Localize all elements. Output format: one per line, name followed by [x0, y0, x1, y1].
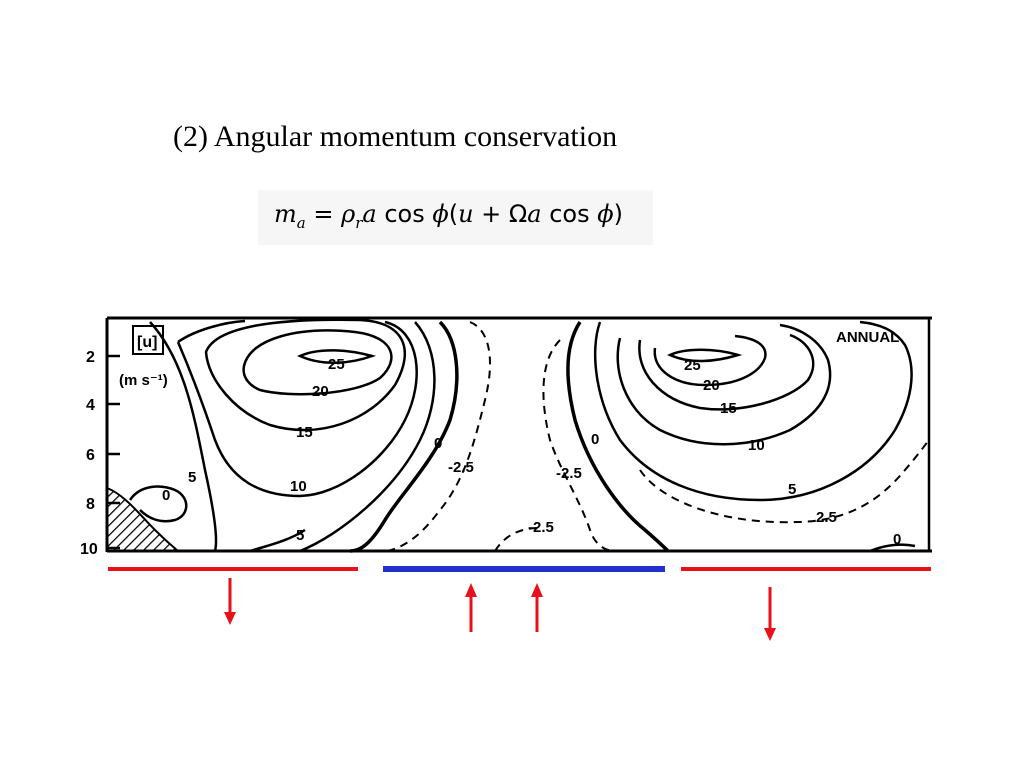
label-mid-m25-bottom: -2.5 — [528, 519, 554, 536]
right-easterly-dashed — [639, 439, 930, 524]
left-jet-contours — [128, 318, 459, 553]
label-left-25: 25 — [328, 356, 345, 373]
label-right-5: 5 — [788, 481, 796, 498]
easterly-contours — [387, 321, 616, 552]
down-arrow-right — [764, 587, 776, 641]
mid-contour-m25-right — [542, 339, 616, 552]
formula-paren-open: ( — [448, 200, 459, 228]
left-contour-5 — [149, 321, 436, 553]
right-contour-0-jet — [566, 321, 670, 553]
left-contour-0-jet — [349, 320, 459, 553]
right-contour-10 — [616, 323, 832, 446]
left-contour-20 — [242, 329, 393, 396]
label-right-20: 20 — [703, 377, 720, 394]
left-contour-15 — [204, 318, 406, 432]
up-arrow-center-left — [465, 583, 477, 632]
up-arrow-center-right — [531, 583, 543, 632]
y-tick-4: 4 — [86, 397, 95, 414]
y-tick-8: 8 — [86, 496, 95, 513]
left-contour-5-bottom — [249, 528, 306, 553]
contour-labels: 25 20 15 10 5 5 0 0 -2.5 -2.5 -2.5 0 25 … — [162, 356, 901, 548]
right-contour-2p5 — [639, 439, 930, 524]
formula-eq: = — [305, 200, 342, 228]
label-right-2p5: 2.5 — [816, 509, 837, 526]
mid-contour-m25-left — [387, 321, 491, 552]
formula-u: u — [458, 200, 474, 228]
formula-m-sub: a — [296, 213, 306, 232]
right-jet-contours — [566, 320, 916, 553]
label-mid-m25-left: -2.5 — [448, 459, 474, 476]
down-arrow-left — [224, 578, 236, 625]
mid-contour-m25-bottom — [494, 527, 541, 552]
topography-hatch — [106, 486, 181, 552]
formula-cos1: cos — [376, 200, 433, 228]
variable-label: [u] — [137, 334, 157, 351]
label-right-0-jet: 0 — [591, 431, 599, 448]
formula-a1: a — [362, 200, 377, 228]
y-tick-6: 6 — [86, 447, 95, 464]
left-contour-0-low — [128, 485, 188, 523]
y-axis-tick-labels: 2 4 6 8 10 — [80, 349, 98, 558]
label-left-15: 15 — [296, 424, 313, 441]
label-left-20: 20 — [312, 383, 329, 400]
formula-a2: a — [527, 200, 542, 228]
y-tick-2: 2 — [86, 349, 95, 366]
y-tick-10: 10 — [80, 541, 98, 558]
label-left-0-jet: 0 — [434, 435, 442, 452]
label-mid-m25-right: -2.5 — [556, 465, 582, 482]
formula-rho-sub: r — [355, 213, 363, 232]
label-left-0-low: 0 — [162, 487, 170, 504]
right-contour-20 — [653, 334, 767, 387]
label-right-0-low: 0 — [893, 531, 901, 548]
figure-frame — [105, 316, 932, 553]
formula-phi2: ϕ — [597, 200, 614, 228]
right-contour-0-low — [869, 543, 916, 553]
label-right-10: 10 — [748, 437, 765, 454]
left-contour-10 — [176, 319, 418, 498]
formula-paren-close: ) — [613, 200, 623, 228]
right-contour-15 — [638, 333, 815, 411]
label-right-25: 25 — [684, 357, 701, 374]
angular-momentum-formula: ma = ρra cos ϕ(u + Ωa cos ϕ) — [258, 190, 653, 245]
right-contour-5 — [593, 320, 913, 502]
formula-m: m — [274, 200, 297, 228]
formula-cos2: cos — [541, 200, 598, 228]
label-left-10: 10 — [290, 478, 307, 495]
label-left-5-lower: 5 — [296, 527, 304, 544]
formula-rho: ρ — [341, 200, 356, 228]
label-left-5-upper: 5 — [188, 469, 196, 486]
slide-title: (2) Angular momentum conservation — [173, 120, 618, 153]
formula-phi1: ϕ — [432, 200, 449, 228]
panel-label: ANNUAL — [836, 329, 899, 346]
formula-plus: + — [473, 200, 509, 228]
left-contour-25 — [296, 349, 377, 364]
formula-omega: Ω — [508, 200, 528, 228]
right-contour-25 — [666, 348, 743, 363]
label-right-15: 15 — [720, 400, 737, 417]
unit-label: (m s⁻¹) — [119, 372, 168, 389]
